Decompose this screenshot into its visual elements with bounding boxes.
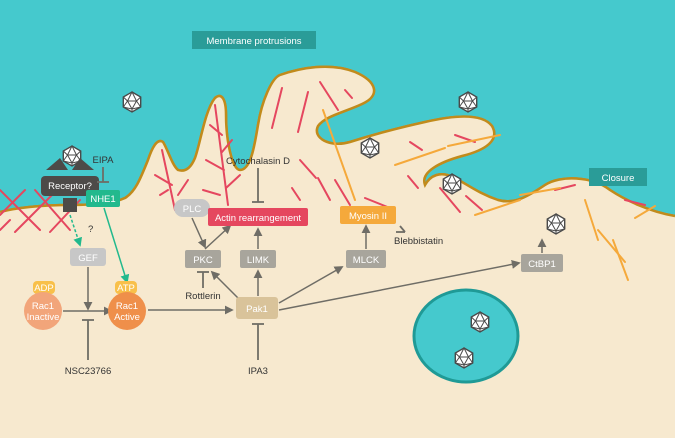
rac1-active-node [108, 292, 146, 330]
actin-filaments [0, 81, 646, 233]
rottlerin-label: Rottlerin [185, 291, 220, 302]
ipa3-label: IPA3 [248, 366, 268, 377]
closure-label-bg [589, 168, 647, 186]
receptor-to-gef-arrow [69, 214, 82, 247]
receptor-label: Receptor? [48, 181, 92, 192]
atp-badge [115, 281, 137, 294]
nsc-label: NSC23766 [65, 366, 111, 377]
blebbistatin-inhibition-bar [399, 225, 406, 233]
pak1-to-mlck-arrow [278, 266, 344, 304]
actin-rearrangement-label: Actin rearrangement [215, 213, 301, 224]
pkc-node [185, 250, 221, 268]
pak1-to-ctbp1-arrow [278, 259, 521, 311]
limk-node [240, 250, 276, 268]
receptor [41, 158, 99, 212]
ctbp1-label: CtBP1 [528, 259, 555, 270]
adp-label: ADP [34, 283, 54, 294]
pak1-label: Pak1 [246, 304, 268, 315]
limk-label: LIMK [247, 255, 270, 266]
plc-node [174, 199, 210, 217]
ctbp1-node [521, 254, 563, 272]
nhe1-label: NHE1 [90, 194, 115, 205]
macropinosome [412, 288, 520, 384]
myosin-filaments [322, 109, 656, 281]
myosin-node [340, 206, 396, 224]
cytochalasin-label: Cytochalasin D [226, 156, 290, 167]
membrane-protrusions-label: Membrane protrusions [206, 36, 301, 47]
myosin-label: Myosin II [349, 211, 387, 222]
rac1-active-state: Active [114, 312, 140, 323]
blebbistatin-label: Blebbistatin [394, 236, 443, 247]
gef-label: GEF [78, 253, 98, 264]
rac1-inactive-node [24, 292, 62, 330]
question-label: ? [88, 224, 93, 235]
mlck-label: MLCK [353, 255, 380, 266]
pkc-to-actin-arrow [204, 224, 232, 250]
pak1-node [236, 297, 278, 319]
closure-label: Closure [602, 173, 635, 184]
gef-node [70, 248, 106, 266]
eipa-label: EIPA [93, 155, 115, 166]
mlck-node [346, 250, 386, 268]
plc-to-pkc-arrow [191, 217, 207, 249]
rac1-active-label: Rac1 [116, 301, 138, 312]
adp-badge [33, 281, 55, 294]
membrane-protrusions-label-bg [192, 31, 316, 49]
actin-rearrangement-node [208, 208, 308, 226]
pkc-label: PKC [193, 255, 213, 266]
nhe1-to-rac1-arrow [103, 207, 130, 284]
nhe1-node [86, 190, 120, 207]
atp-label: ATP [117, 283, 135, 294]
rac1-inactive-state: Inactive [27, 312, 60, 323]
rac1-inactive-label: Rac1 [32, 301, 54, 312]
plc-label: PLC [183, 204, 202, 215]
